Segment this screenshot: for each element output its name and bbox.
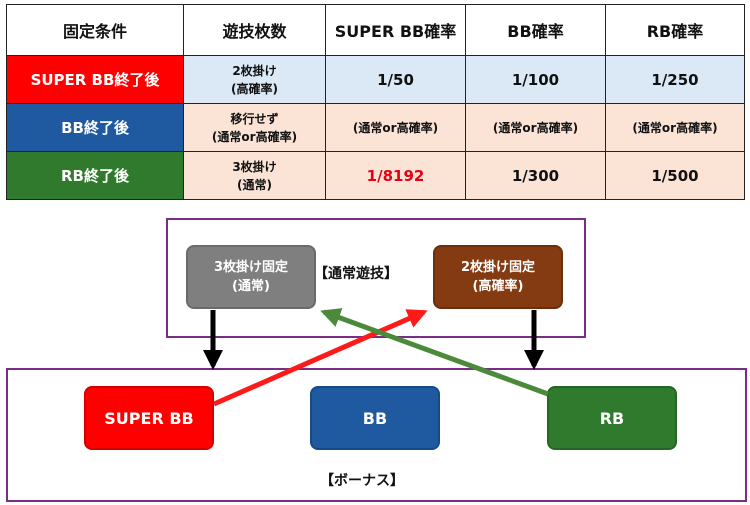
bet-line1: 移行せず [230, 111, 279, 126]
bet-line2: (通常or高確率) [211, 129, 298, 144]
probability-table: 固定条件 遊技枚数 SUPER BB確率 BB確率 RB確率 SUPER BB終… [6, 4, 745, 200]
rb-prob-cell: 1/250 [605, 55, 745, 104]
rb-node: RB [547, 386, 677, 450]
super-bb-prob-cell: 1/50 [325, 55, 466, 104]
arrow-super-bb-to-high [212, 309, 428, 407]
bet-cell: 3枚掛け (通常) [183, 151, 326, 200]
bonus-label: 【ボーナス】 [320, 473, 404, 489]
bet-cell: 移行せず (通常or高確率) [183, 103, 326, 152]
table-row: BB終了後 移行せず (通常or高確率) (通常or高確率) (通常or高確率)… [6, 103, 745, 152]
header-bb-prob: BB確率 [465, 4, 606, 56]
bb-prob-cell: 1/300 [465, 151, 606, 200]
high-2bet-state: 2枚掛け固定 (高確率) [433, 245, 563, 309]
bet-line1: 3枚掛け [232, 159, 277, 174]
row-label-super-bb: SUPER BB終了後 [6, 55, 184, 104]
normal-3bet-state: 3枚掛け固定 (通常) [186, 245, 316, 309]
arrow-rb-to-normal [320, 308, 549, 397]
header-rb-prob: RB確率 [605, 4, 745, 56]
high-2bet-line1: 2枚掛け固定 [460, 260, 536, 275]
bonus-frame [6, 368, 747, 502]
header-condition: 固定条件 [6, 4, 184, 56]
bet-line2: (通常) [237, 177, 272, 192]
rb-prob-cell: 1/500 [605, 151, 745, 200]
bb-prob-cell: 1/100 [465, 55, 606, 104]
normal-play-frame [166, 218, 586, 338]
normal-play-label: 【通常遊技】 [314, 266, 398, 282]
normal-3bet-line2: (通常) [232, 279, 270, 294]
super-bb-prob-cell: (通常or高確率) [325, 103, 466, 152]
normal-3bet-line1: 3枚掛け固定 [213, 260, 289, 275]
row-label-bb: BB終了後 [6, 103, 184, 152]
bb-node: BB [310, 386, 440, 450]
bet-cell: 2枚掛け (高確率) [183, 55, 326, 104]
row-label-rb: RB終了後 [6, 151, 184, 200]
bb-prob-cell: (通常or高確率) [465, 103, 606, 152]
table-header-row: 固定条件 遊技枚数 SUPER BB確率 BB確率 RB確率 [6, 4, 745, 56]
super-bb-node: SUPER BB [84, 386, 214, 450]
bet-line1: 2枚掛け [232, 63, 277, 78]
bet-line2: (高確率) [231, 81, 278, 96]
table-row: RB終了後 3枚掛け (通常) 1/8192 1/300 1/500 [6, 151, 745, 200]
rb-prob-cell: (通常or高確率) [605, 103, 745, 152]
table-row: SUPER BB終了後 2枚掛け (高確率) 1/50 1/100 1/250 [6, 55, 745, 104]
high-2bet-line2: (高確率) [472, 279, 524, 294]
super-bb-prob-cell: 1/8192 [325, 151, 466, 200]
